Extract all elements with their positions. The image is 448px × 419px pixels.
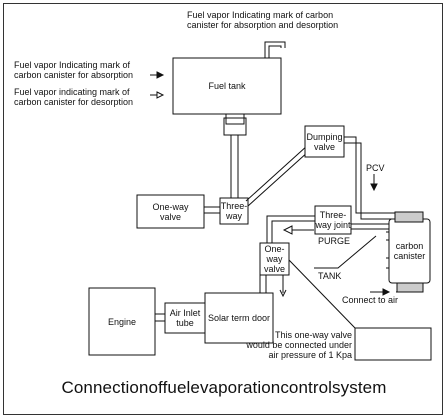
pipe-threeway-dumping	[245, 144, 310, 207]
desorption-note: Fuel vapor indicating mark of carbon can…	[14, 87, 134, 107]
tank-label: TANK	[318, 271, 342, 281]
pcv-label: PCV	[366, 163, 385, 173]
diagram-caption: Connectionoffuelevaporationcontrolsystem	[61, 378, 387, 397]
fuel-cap	[225, 113, 245, 125]
absorption-note: Fuel vapor Indicating mark of carbon can…	[14, 60, 134, 80]
carbon-canister-label: carbon canister	[393, 241, 426, 261]
three-way-joint-box	[314, 205, 352, 235]
three-way-label: Three- way	[220, 201, 248, 221]
fuel-filler	[223, 117, 247, 136]
one-way-valve-mid-label: One-way valve	[263, 244, 285, 274]
diagram-frame	[3, 3, 443, 415]
three-way-joint-label: Three- way joint	[315, 210, 351, 230]
air-inlet-tube-label: Air Inlet tube	[169, 308, 201, 328]
one-way-valve-left-label: One-way valve	[152, 201, 189, 222]
pipe-tank-threeway	[230, 135, 239, 198]
pipe-valve-threeway	[204, 206, 220, 214]
engine-box	[88, 287, 156, 356]
connect-to-air-label: Connect to air	[342, 295, 399, 305]
tank-leader	[314, 235, 377, 269]
pipe-joint-onewayvalve	[266, 215, 315, 243]
dumping-valve-label: Dumping valve	[306, 131, 343, 152]
valve-note: This one-way valve would be connected un…	[246, 330, 352, 360]
three-way-box	[219, 197, 249, 225]
engine-label: Engine	[107, 316, 137, 327]
top-note: Fuel vapor Indicating mark of carbon can…	[187, 10, 339, 30]
purge-label: PURGE	[318, 236, 351, 246]
air-inlet-tube-box	[164, 302, 206, 334]
note-box	[354, 327, 432, 361]
solar-term-door-box	[204, 292, 274, 344]
one-way-valve-left-box	[136, 194, 205, 229]
solar-term-door-label: Solar term door	[207, 313, 271, 323]
breather-pipe	[264, 41, 286, 58]
dumping-valve-box	[304, 125, 345, 158]
note-leader	[288, 259, 356, 329]
one-way-valve-mid-box	[259, 242, 290, 276]
pipe-dumping-canister	[344, 136, 402, 220]
fuel-tank-label: Fuel tank	[208, 81, 246, 91]
